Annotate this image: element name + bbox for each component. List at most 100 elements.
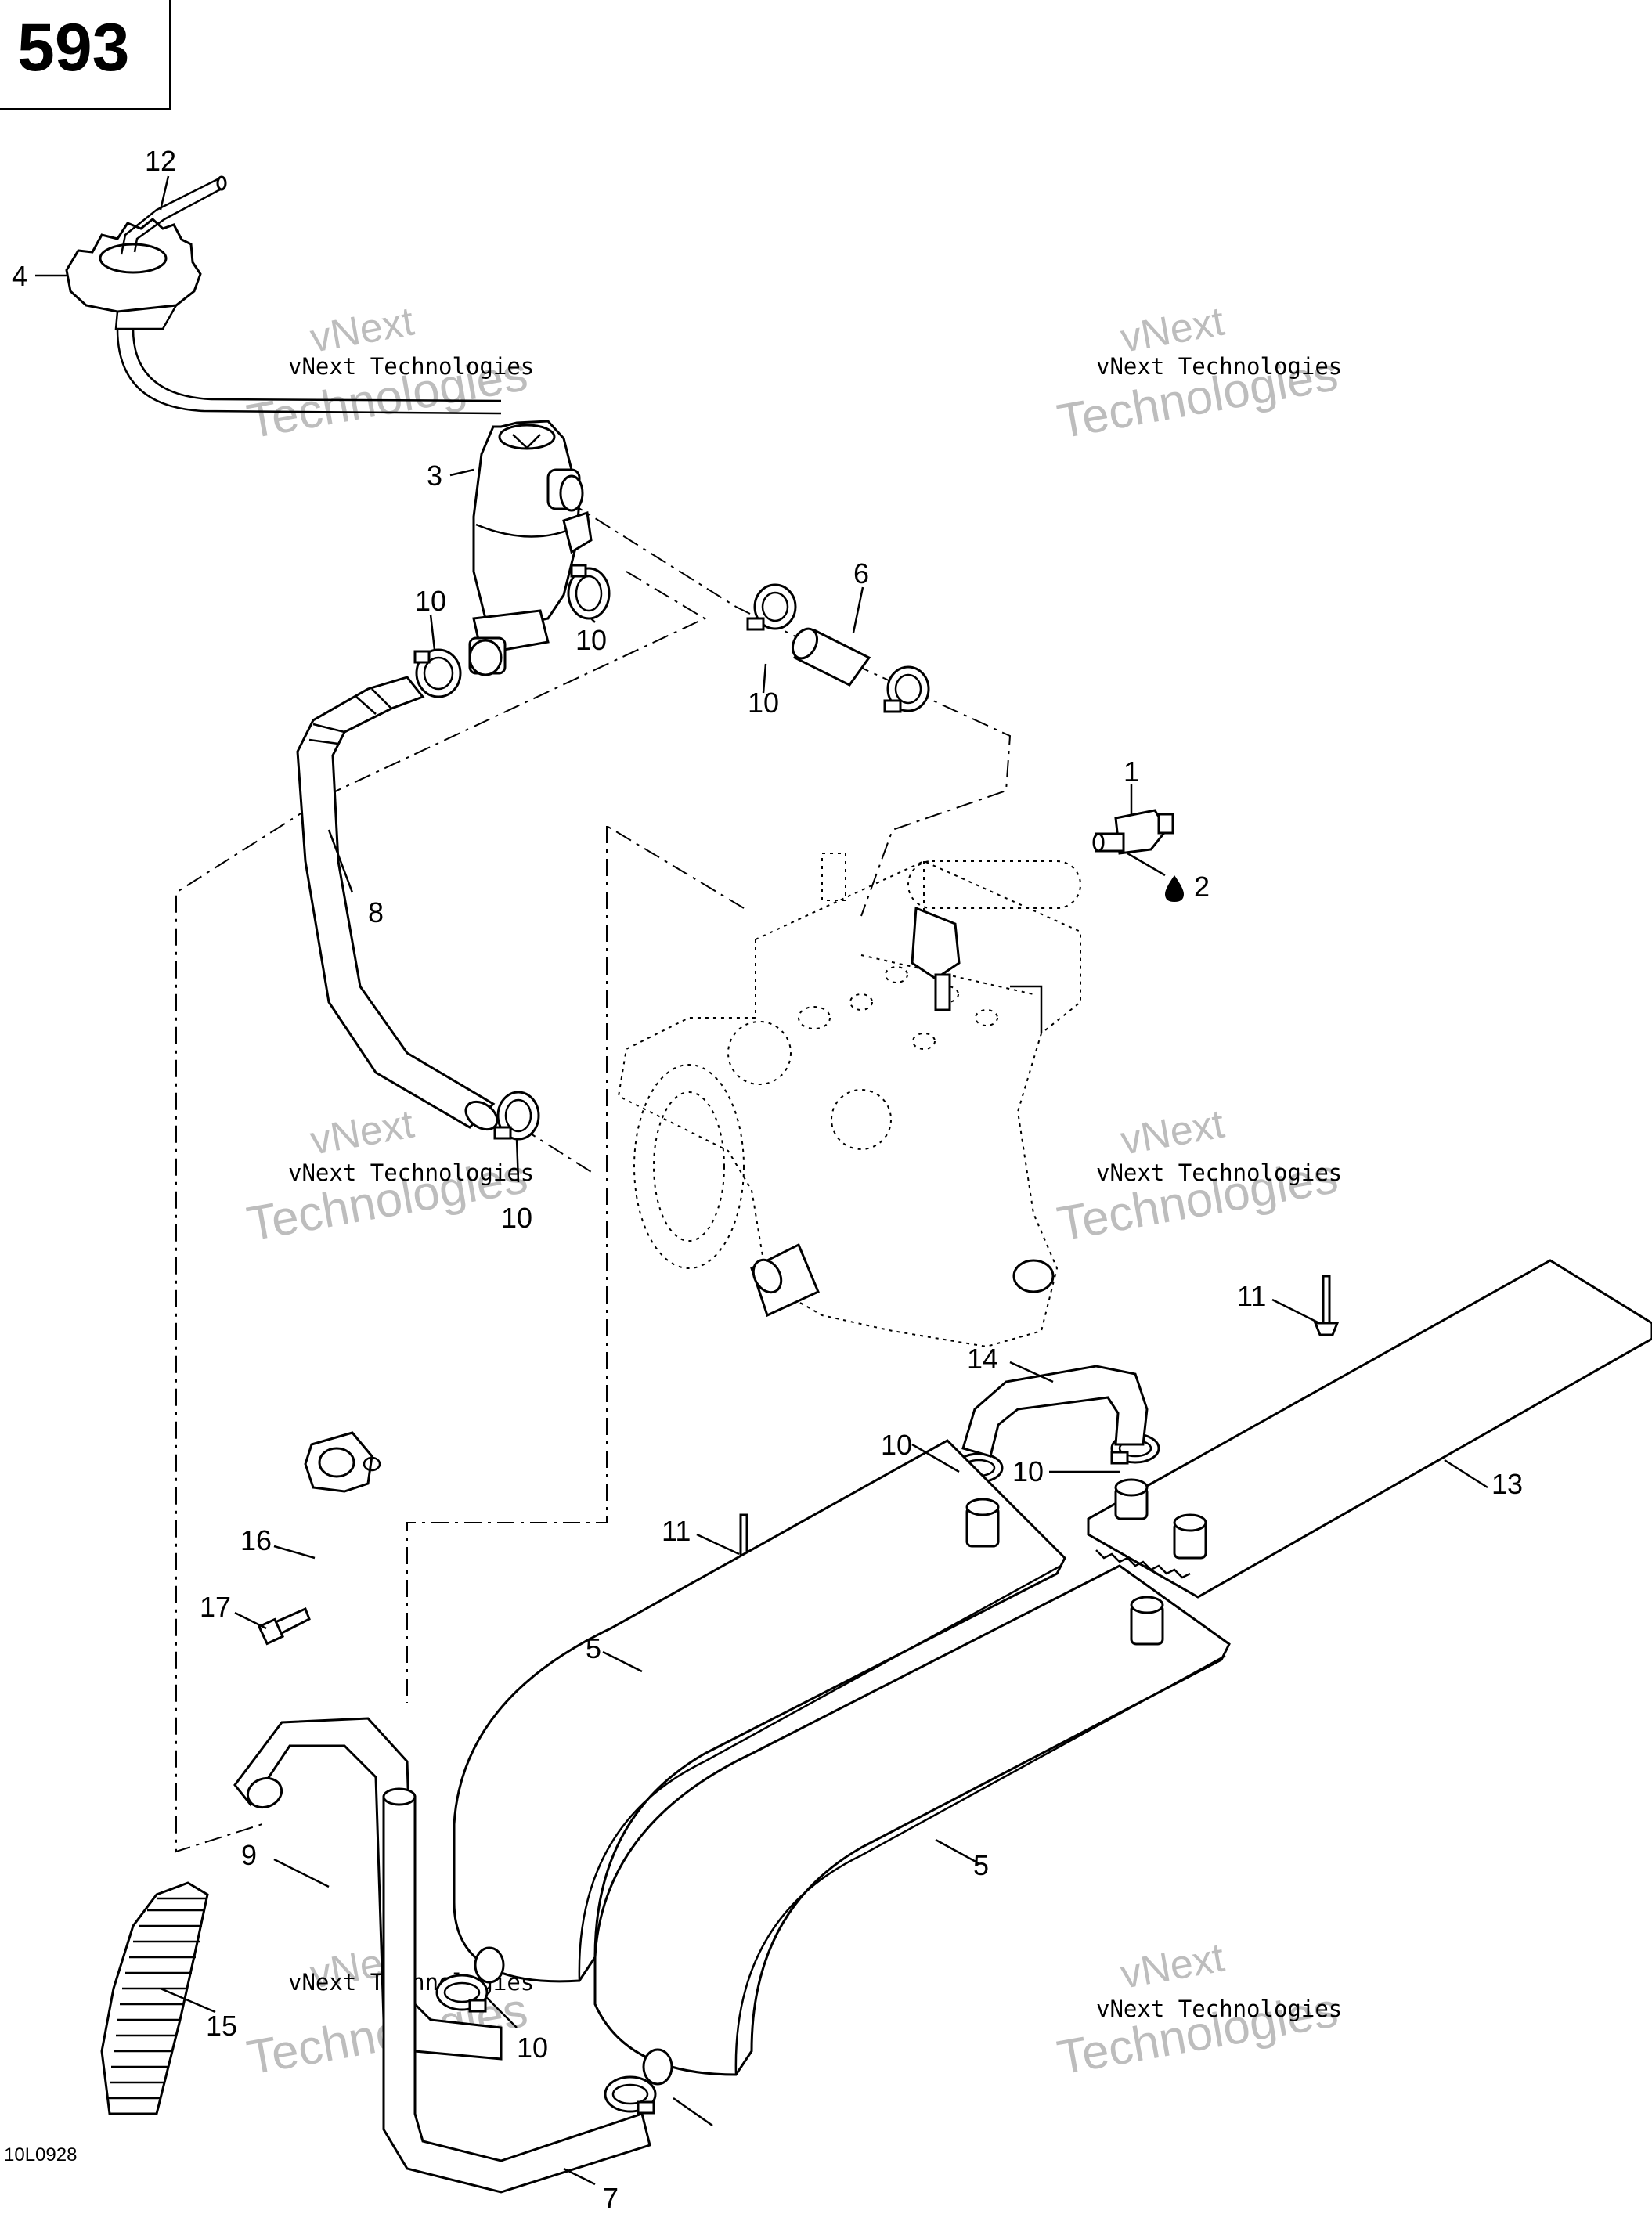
engine-outlet-right [1012,1259,1055,1293]
hose-7 [382,1787,673,2194]
clamp-10-c [746,583,797,631]
hose-7-body [382,1795,651,2194]
callout-13: 13 [1491,1468,1523,1500]
screw-17 [257,1606,311,1646]
watermark-line1: vNext [307,299,418,362]
bracket-16 [304,1431,381,1493]
clamp-screw [468,1999,487,2013]
engine-outlet-pipe [934,973,951,1011]
clamp-screw [637,2100,655,2115]
callout-10: 10 [881,1429,912,1461]
hose-8-body [296,676,496,1129]
assembly-lines [175,500,1012,1853]
callout-10: 10 [1012,1455,1044,1487]
short-hose-6 [791,627,871,687]
dash-left-loop [175,571,707,1853]
callout-10: 10 [575,624,607,656]
overflow-tube-a [116,328,502,415]
hose-7-outlet [642,2048,673,2086]
engine-port-b [831,1089,892,1150]
bracket-hole [363,1456,381,1472]
callout-6: 6 [853,557,869,590]
callout-10: 10 [501,1202,532,1234]
vent-tube-inner [133,186,224,253]
callout-17: 17 [200,1591,231,1623]
heat-exchanger-13 [1087,1259,1652,1599]
watermark-top-right: vNext Technologies vNext Technologies [1053,299,1342,449]
dash-reservoir-to-engine [567,500,1012,917]
vent-tube-end [216,175,227,191]
watermark-caption: vNext Technologies [1096,1159,1342,1186]
callout-3: 3 [427,460,442,492]
engine-outline [617,860,1081,1348]
hose-8 [296,676,499,1131]
callout-1: 1 [1124,755,1139,788]
callout-11: 11 [662,1515,691,1547]
leader-lines [35,175,1488,2186]
callout-labels: 12 4 3 10 10 6 10 1 2 8 10 11 14 10 10 1… [4,145,1523,2214]
clamp-screw [570,564,587,578]
callout-9: 9 [241,1839,257,1871]
filler-cap-top [99,243,168,274]
engine-manifold [907,860,1081,909]
callout-8: 8 [368,896,384,929]
callout-10: 10 [415,585,446,617]
heat-exchanger-top [1087,1259,1652,1599]
clamp-10-b [567,564,611,620]
clamp-10-h [435,1974,489,2013]
watermark-caption: vNext Technologies [1096,1996,1342,2022]
engine-port-a [727,1021,792,1085]
hose-14 [961,1365,1149,1458]
clamp-screw [883,699,902,713]
hose-9 [233,1717,505,2061]
drawing-code: 10L0928 [4,2144,77,2165]
dash-hose8-to-engine [520,1127,596,1175]
clamp-10-d [883,665,930,713]
vent-tube-outer [120,177,220,255]
hose-8-ribs [308,688,392,745]
hose-14-body [961,1365,1149,1458]
reservoir-cap-mark [512,434,541,449]
exchanger-upper-edge [578,1564,1062,1981]
clamp-ring [753,583,797,630]
bracket-ring [318,1447,355,1478]
clamp-10-i [604,2075,657,2115]
engine [617,853,1081,1348]
hose-7-end [382,1787,417,1806]
vent-tube [116,175,502,415]
hose-9-body [233,1717,503,2061]
rivet-shank [1322,1275,1331,1325]
watermark-line1: vNext [307,1102,418,1164]
watermark-line1: vNext [1117,1935,1228,1998]
clamp-screw [493,1126,512,1140]
clamp-10-a [413,648,462,698]
engine-inlet-end [752,1258,783,1294]
callout-15: 15 [206,2010,237,2042]
callout-5: 5 [586,1632,601,1664]
watermark-caption: vNext Technologies [288,353,534,380]
callout-16: 16 [240,1524,272,1556]
filler-cap [65,218,202,330]
hose-9-outlet [474,1946,505,1984]
corrugated-protector-15 [100,1881,209,2115]
page-number-box: 593 [0,0,171,110]
watermark-bottom-right: vNext Technologies vNext Technologies [1053,1935,1342,2086]
watermark-mid-right: vNext Technologies vNext Technologies [1053,1102,1342,1252]
protector-body [100,1881,209,2115]
clamp-screw [413,650,431,664]
heat-exchanger-fins [1095,1549,1191,1579]
reservoir-outlet-end [559,474,584,512]
rivet-11-a [1313,1275,1340,1336]
protector-ribs [108,1897,207,2100]
engine-spark-plug [821,853,846,901]
engine-flywheel [633,1064,745,1269]
watermark-caption: vNext Technologies [288,1159,534,1186]
reservoir-outlet-lower-end [468,639,503,676]
engine-thermostat [911,906,961,980]
callout-10: 10 [748,687,779,719]
sensor-terminal [1157,813,1174,835]
callout-4: 4 [12,260,27,292]
dash-engine-to-bottom [406,826,608,1703]
reservoir-cap [498,424,556,450]
